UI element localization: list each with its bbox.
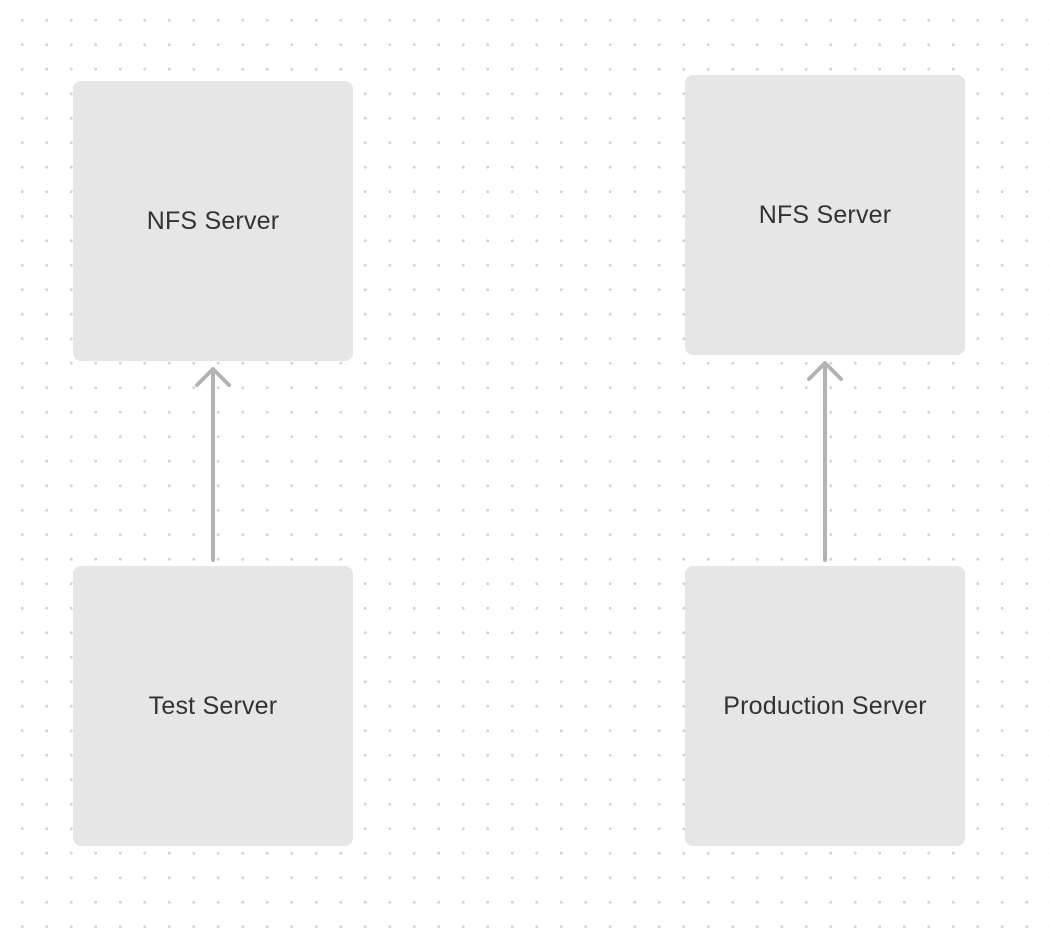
node-label: Production Server xyxy=(723,691,927,720)
node-label: NFS Server xyxy=(146,206,280,235)
nfs-server-node-left[interactable]: NFS Server xyxy=(73,81,353,361)
test-server-node[interactable]: Test Server xyxy=(73,566,353,846)
nfs-server-node-right[interactable]: NFS Server xyxy=(685,75,965,355)
arrowhead-icon xyxy=(807,361,843,381)
production-server-node[interactable]: Production Server xyxy=(685,566,965,846)
node-label: Test Server xyxy=(148,691,278,720)
connector-prod-to-nfs-right[interactable] xyxy=(807,361,843,562)
arrowhead-icon xyxy=(195,367,231,387)
connector-test-to-nfs-left[interactable] xyxy=(195,367,231,562)
node-label: NFS Server xyxy=(758,200,892,229)
